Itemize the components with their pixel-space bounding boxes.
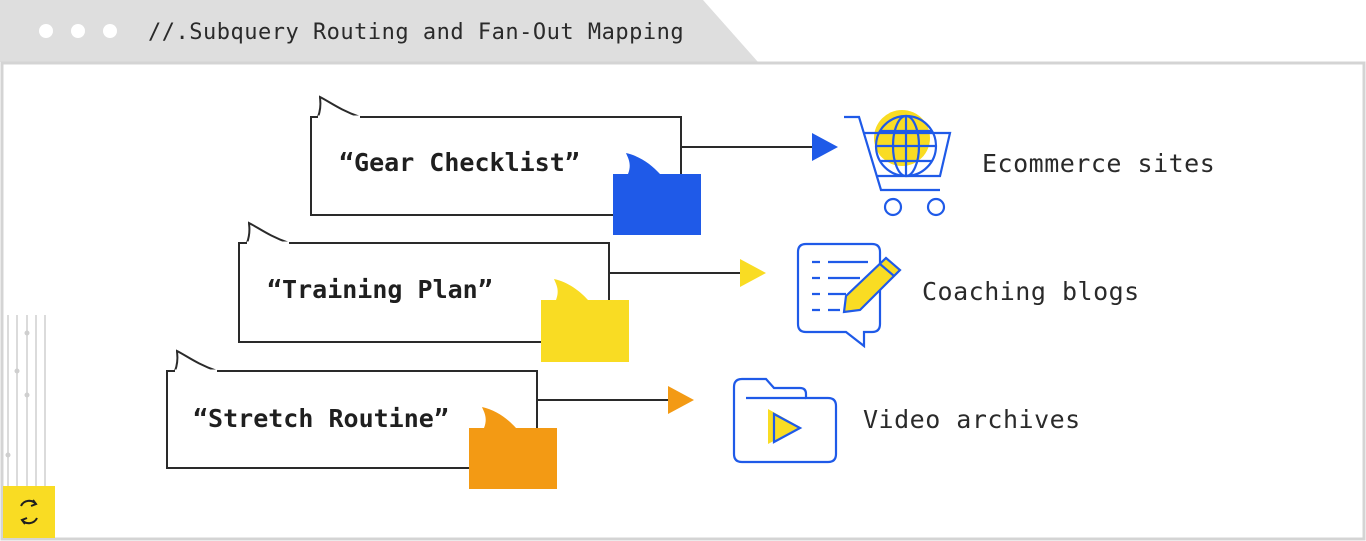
destination-video-archives: Video archives: [863, 405, 1081, 434]
query-bubble-gear-checklist: [310, 95, 701, 235]
window-dot-1: [39, 24, 53, 38]
route-arrow-3: [537, 386, 694, 414]
query-bubble-stretch-routine: [166, 349, 557, 489]
document-pencil-icon: [796, 242, 902, 349]
query-label-gear-checklist: “Gear Checklist”: [339, 148, 580, 177]
refresh-icon: [20, 499, 38, 525]
destination-coaching-blogs: Coaching blogs: [922, 277, 1140, 306]
refresh-badge: [3, 486, 55, 538]
window-frame: [0, 61, 1366, 541]
query-bubble-training-plan: [238, 221, 629, 362]
window-dot-2: [71, 24, 85, 38]
query-label-training-plan: “Training Plan”: [267, 275, 493, 304]
shopping-cart-globe-icon: [844, 110, 952, 217]
route-arrow-1: [681, 133, 838, 161]
route-arrow-2: [609, 259, 766, 287]
destination-ecommerce-sites: Ecommerce sites: [982, 149, 1216, 178]
window-header-tab: [0, 0, 758, 62]
query-label-stretch-routine: “Stretch Routine”: [193, 404, 449, 433]
window-title: //.Subquery Routing and Fan-Out Mapping: [148, 20, 685, 45]
window-dot-3: [103, 24, 117, 38]
video-folder-icon: [732, 377, 838, 464]
sidebar-decoration: [7, 315, 46, 490]
